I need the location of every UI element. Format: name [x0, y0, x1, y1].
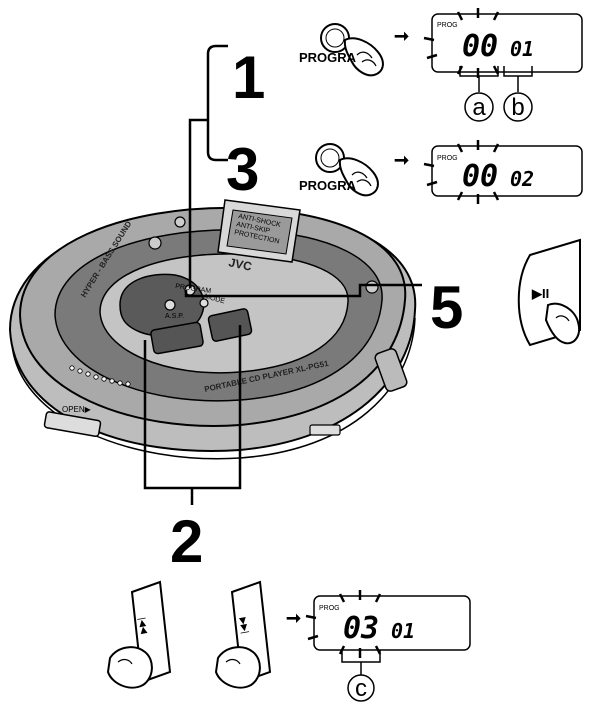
open-slider[interactable]: [43, 411, 102, 438]
program-label: PROGRAM: [175, 283, 212, 295]
asp-label: A.S.P.: [165, 313, 184, 320]
play-pause-icon: ▶II: [531, 286, 549, 301]
program-label-mid: PROGRA: [299, 178, 357, 193]
skip-back-icon: |◀◀: [137, 617, 150, 635]
program-number: 01: [391, 619, 415, 643]
prog-indicator: PROG: [437, 155, 458, 162]
callout-b: b: [511, 94, 524, 121]
track-digits: 03: [343, 611, 379, 646]
prog-indicator: PROG: [319, 605, 340, 612]
program-button-illustration-top: PROGRA: [299, 23, 384, 77]
step-5-number: 5: [430, 274, 463, 341]
program-button-illustration-mid: PROGRA: [299, 143, 379, 197]
step-1-number: 1: [232, 44, 265, 111]
lcd-display-1: PROG 00 01 a b: [423, 8, 583, 122]
leader-lines: [143, 44, 422, 505]
skip-forward-icon: ▶▶|: [238, 617, 251, 635]
hand-pointer-icon: [106, 646, 153, 689]
program-number: 02: [510, 167, 534, 191]
callout-a: a: [472, 94, 486, 121]
play-pause-button-illustration: ▶II: [517, 238, 581, 347]
hand-pointer-icon: [343, 37, 384, 77]
prog-indicator: PROG: [437, 22, 458, 29]
arrow-right-icon: ➞: [394, 150, 409, 170]
open-label: OPEN▶: [62, 405, 92, 414]
callout-c: c: [355, 675, 367, 702]
brand-label: JVC: [227, 255, 253, 274]
speaker-dots: [69, 365, 131, 387]
lcd-display-3: PROG 03 01 c: [305, 590, 471, 702]
hand-pointer-icon: [338, 157, 379, 197]
skip-forward-button-illustration: ▶▶|: [214, 580, 272, 689]
step-2-number: 2: [170, 508, 203, 575]
track-digits: 00: [462, 159, 498, 194]
step-3-number: 3: [226, 136, 259, 203]
hand-pointer-icon: [214, 646, 261, 689]
program-number: 01: [510, 37, 534, 61]
track-digits: 00: [462, 29, 498, 64]
hand-pointer-icon: [544, 302, 580, 345]
arrow-right-icon: ➞: [394, 26, 409, 46]
blink-marks: [423, 140, 500, 204]
cd-player: HYPER - BASS SOUND PORTABLE CD PLAYER XL…: [8, 199, 417, 460]
arrow-right-icon: ➞: [286, 608, 301, 628]
lcd-display-2: PROG 00 02: [423, 140, 583, 204]
program-label-top: PROGRA: [299, 50, 357, 65]
skip-back-button-illustration: |◀◀: [106, 580, 172, 689]
